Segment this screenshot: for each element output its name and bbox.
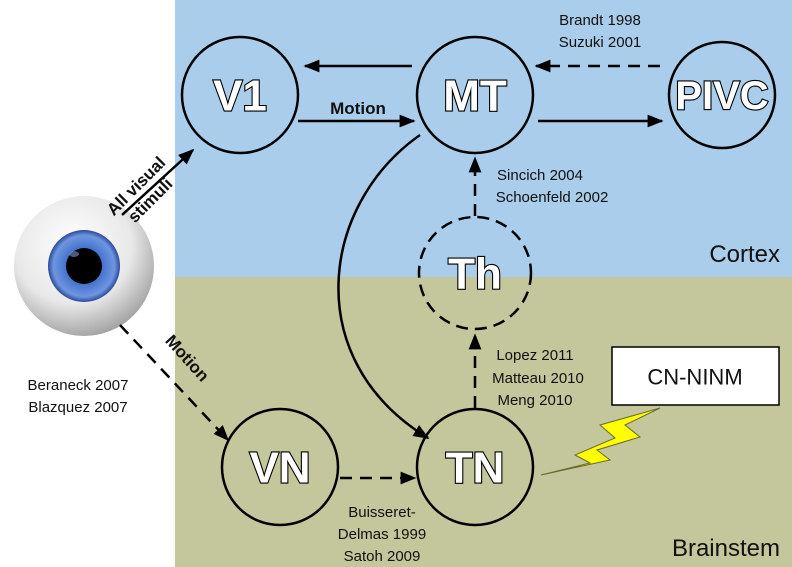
pivc-label: PIVC [675, 74, 768, 118]
v1-node [180, 35, 300, 155]
tn-label: TN [446, 444, 505, 493]
brainstem-region [175, 277, 792, 567]
mt-node [415, 35, 535, 155]
cortex-label: Cortex [709, 241, 780, 268]
v1-label: V1 [213, 72, 267, 121]
arrow-mt-to-tn [337, 133, 430, 440]
brainstem-label: Brainstem [672, 535, 780, 562]
cn-ninm-label: CN-NINM [647, 365, 742, 390]
citation-blazquez: Blazquez 2007 [28, 399, 127, 416]
citation-lopez: Lopez 2011 [496, 347, 573, 364]
citation-suzuki: Suzuki 2001 [559, 34, 642, 51]
tn-node [415, 407, 535, 527]
vn-label: VN [249, 444, 310, 493]
citation-schoenfeld: Schoenfeld 2002 [496, 189, 609, 206]
cortex-region [175, 0, 792, 277]
citation-buisseret: Buisseret- [348, 504, 416, 521]
citation-delmas: Delmas 1999 [338, 526, 426, 543]
arrow-eye-to-vn [119, 324, 230, 442]
cn-ninm-box: CN-NINM [611, 346, 780, 406]
citation-brandt: Brandt 1998 [559, 12, 641, 29]
th-node [417, 215, 533, 331]
arrow-eye-to-v1 [121, 148, 195, 216]
citation-sincich: Sincich 2004 [497, 167, 583, 184]
citation-satoh: Satoh 2009 [344, 548, 421, 565]
eyeball-icon [0, 195, 170, 343]
citation-matteau: Matteau 2010 [492, 370, 584, 387]
th-label: Th [448, 250, 502, 299]
pivc-node [667, 40, 777, 150]
vn-node [220, 407, 340, 527]
lightning-bolt-icon [540, 407, 661, 476]
citation-meng: Meng 2010 [497, 392, 572, 409]
citation-beraneck: Beraneck 2007 [28, 377, 129, 394]
motion-cortex-label: Motion [330, 99, 386, 118]
mt-label: MT [443, 72, 507, 121]
